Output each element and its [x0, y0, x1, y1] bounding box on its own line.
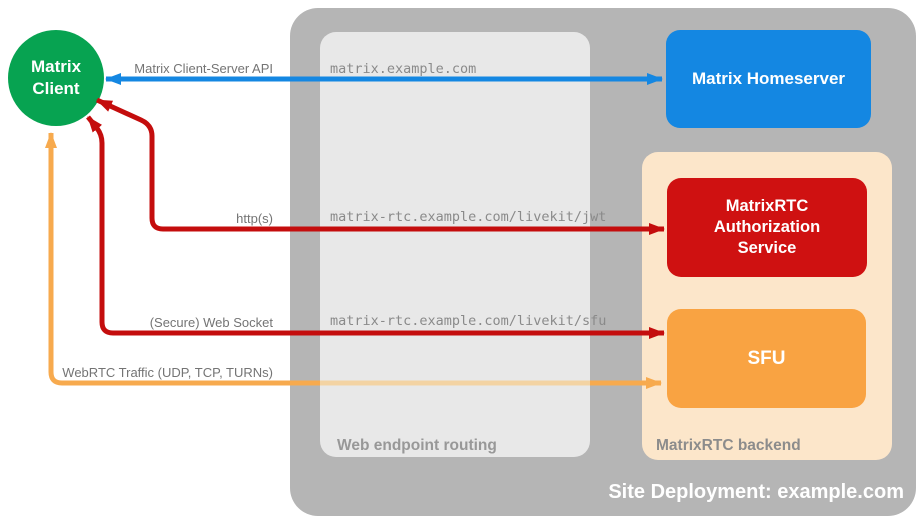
endpoint-livekit-sfu-url: matrix-rtc.example.com/livekit/sfu [330, 313, 607, 329]
matrixrtc-backend-caption: MatrixRTC backend [656, 437, 801, 454]
endpoint-livekit-jwt-url: matrix-rtc.example.com/livekit/jwt [330, 209, 607, 225]
web-endpoint-routing-caption: Web endpoint routing [337, 437, 497, 454]
https-label: http(s) [236, 211, 273, 226]
matrix-client-node: Matrix Client [8, 30, 104, 126]
websocket-label: (Secure) Web Socket [149, 315, 273, 330]
web-endpoint-routing-box [320, 32, 590, 457]
matrixrtc-authorization-service-node: MatrixRTC Authorization Service [667, 178, 867, 277]
sfu-node: SFU [667, 309, 866, 408]
endpoint-matrix-url: matrix.example.com [330, 61, 477, 77]
site-deployment-caption: Site Deployment: example.com [608, 481, 904, 503]
client-server-api-label: Matrix Client-Server API [134, 61, 273, 76]
webrtc-traffic-label: WebRTC Traffic (UDP, TCP, TURNs) [62, 365, 273, 380]
matrix-homeserver-node: Matrix Homeserver [666, 30, 871, 128]
